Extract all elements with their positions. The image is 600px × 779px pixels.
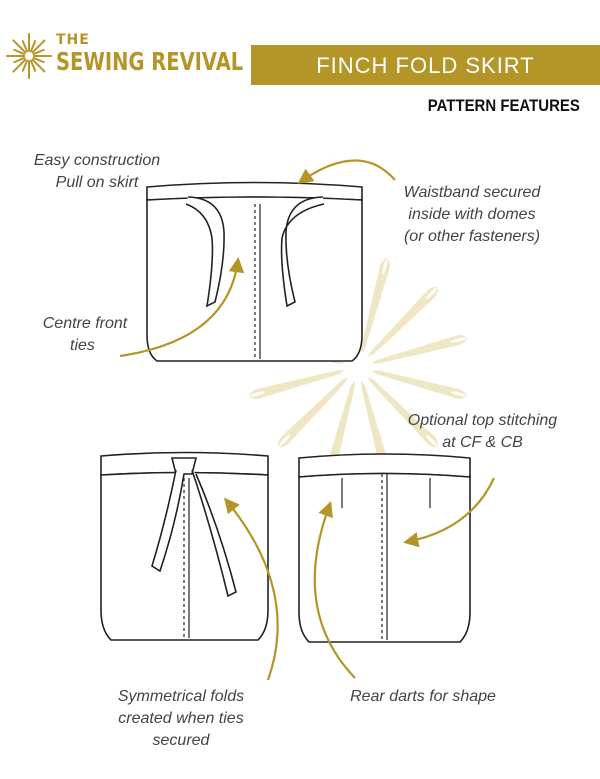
logo-sewing-revival-text: SEWING REVIVAL <box>56 47 244 76</box>
watermark-needle <box>371 370 467 400</box>
logo-ray <box>29 59 37 72</box>
watermark-needle <box>371 334 467 364</box>
logo-ray <box>13 56 26 64</box>
arrow-symmetrical-folds <box>224 497 279 681</box>
logo-ray <box>29 40 37 53</box>
note-symmetrical-folds: Symmetrical folds created when ties secu… <box>102 686 260 752</box>
note-line: Easy construction <box>33 152 161 169</box>
logo-ray <box>21 59 29 72</box>
note-line: created when ties <box>118 710 244 727</box>
watermark-needle <box>277 376 349 448</box>
note-top-stitching: Optional top stitching at CF & CB <box>395 410 570 454</box>
watermark-needle <box>249 370 345 400</box>
note-line: Waistband secured <box>403 184 541 201</box>
logo-ray <box>12 39 27 54</box>
arrow-waistband <box>297 159 396 184</box>
note-line: inside with domes <box>408 206 536 223</box>
arrow-top-stitching <box>402 477 495 548</box>
logo-ray <box>32 48 45 56</box>
skirt-front-tied-drawing <box>100 451 269 641</box>
note-line: Symmetrical folds <box>117 688 245 705</box>
note-line: Centre front <box>42 315 128 332</box>
logo-ray <box>12 58 27 73</box>
arrow-centre-front <box>119 256 245 358</box>
logo-ray <box>31 39 46 54</box>
pattern-subtitle: PATTERN FEATURES <box>427 96 580 115</box>
logo-the-text: THE <box>56 32 90 48</box>
note-centre-front: Centre front ties <box>30 313 140 357</box>
watermark-needle <box>367 376 439 448</box>
note-waistband: Waistband secured inside with domes (or … <box>396 182 548 248</box>
note-line: Optional top stitching <box>407 412 558 429</box>
pattern-title: FINCH FOLD SKIRT <box>316 53 535 78</box>
logo-ray <box>21 40 29 53</box>
note-line: Pull on skirt <box>55 174 139 191</box>
note-line: Rear darts for shape <box>350 688 496 705</box>
watermark-needle <box>361 258 391 354</box>
note-line: ties <box>70 337 95 354</box>
note-line: at CF & CB <box>442 434 523 451</box>
logo-ray <box>13 48 26 56</box>
sunburst-needle-icon <box>6 33 52 79</box>
arrow-rear-darts <box>313 501 356 679</box>
skirt-front-open-drawing <box>146 181 363 362</box>
logo-ray <box>31 58 46 73</box>
note-rear-darts: Rear darts for shape <box>338 686 508 708</box>
skirt-back-drawing <box>298 453 471 643</box>
title-banner: FINCH FOLD SKIRT <box>251 45 600 85</box>
note-easy-construction: Easy construction Pull on skirt <box>26 150 168 194</box>
logo-ray <box>32 56 45 64</box>
note-line: (or other fasteners) <box>403 228 541 245</box>
note-line: secured <box>152 732 210 749</box>
watermark-needle <box>367 286 439 358</box>
annotation-arrows <box>119 159 495 681</box>
